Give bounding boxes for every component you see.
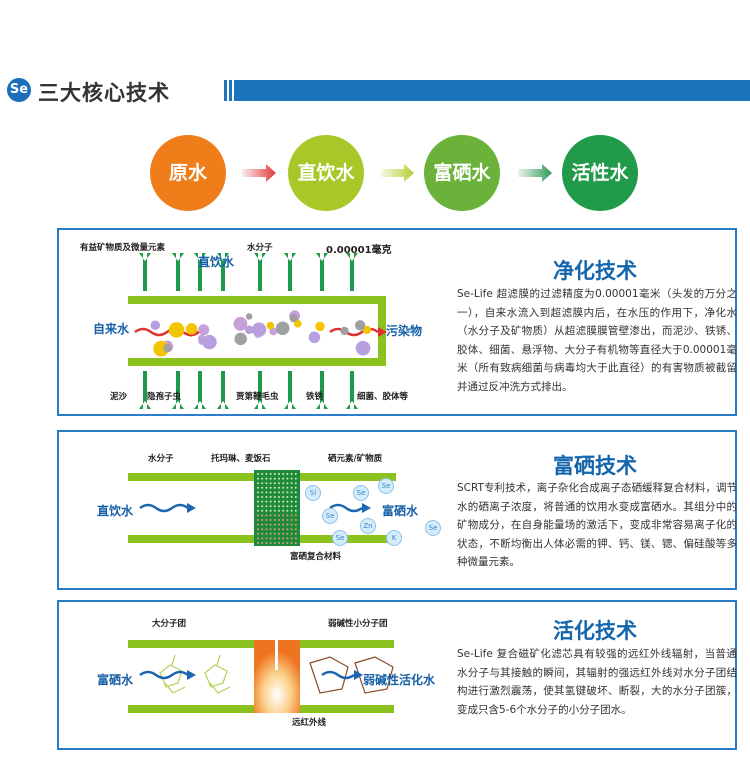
- header-stripe: [224, 80, 227, 101]
- label-direct-water: 直饮水: [198, 255, 235, 269]
- activation-diagram: [128, 640, 394, 713]
- callout-cryptosporidium: 隐孢子虫: [147, 392, 182, 402]
- label-activated-water: 弱碱性活化水: [363, 673, 436, 687]
- green-arrow-icon: [139, 253, 151, 291]
- particle: [355, 340, 371, 356]
- green-arrow-icon: [254, 253, 266, 291]
- section-title: 三大核心技术: [38, 81, 170, 105]
- ion-bubble: Se: [332, 530, 348, 546]
- particle: [245, 313, 253, 320]
- callout-giardia: 贾第鞭毛虫: [236, 392, 279, 402]
- particle: [308, 331, 321, 344]
- panel-purification: [57, 228, 737, 416]
- particle: [293, 319, 302, 328]
- arrow-right-icon: [380, 164, 414, 182]
- particle: [168, 322, 185, 338]
- particle: [234, 332, 247, 346]
- particle: [185, 323, 198, 335]
- particle: [340, 326, 349, 336]
- green-arrow-icon: [172, 371, 184, 409]
- particle: [251, 322, 267, 337]
- panel-description: Se-Life 超滤膜的过滤精度为0.00001毫米（头发的万分之一），自来水流…: [457, 288, 737, 393]
- brand-logo-icon: Se: [7, 78, 31, 102]
- particle: [150, 320, 161, 331]
- callout-far-infrared: 远红外线: [292, 718, 327, 728]
- particle: [269, 327, 278, 336]
- green-arrow-icon: [194, 253, 206, 291]
- panel-title: 富硒技术: [553, 454, 637, 478]
- label-pollutants: 污染物: [386, 324, 423, 338]
- green-arrow-icon: [346, 371, 358, 409]
- flow-step-raw-water: 原水: [150, 135, 226, 211]
- green-arrow-icon: [139, 371, 151, 409]
- ion-bubble: K: [386, 530, 402, 546]
- label-direct-water: 直饮水: [97, 504, 134, 518]
- particle: [153, 340, 169, 357]
- green-arrow-icon: [346, 253, 358, 291]
- green-arrow-icon: [316, 253, 328, 291]
- ion-bubble: Si: [305, 485, 321, 501]
- arrow-right-icon: [518, 164, 552, 182]
- green-arrow-icon: [316, 371, 328, 409]
- purification-diagram: [128, 253, 387, 409]
- green-arrow-icon: [217, 253, 229, 291]
- label-tap-water: 自来水: [93, 322, 130, 336]
- callout-small-cluster: 弱碱性小分子团: [328, 619, 388, 629]
- callout-composite-material: 富硒复合材料: [290, 552, 342, 562]
- panel-description: SCRT专利技术，离子杂化合成离子态硒缓释复合材料，调节水的硒离子浓度，将普通的…: [457, 482, 737, 568]
- label-selenium-water: 富硒水: [97, 673, 134, 687]
- particle: [163, 344, 172, 353]
- arrow-right-icon: [242, 164, 276, 182]
- ion-bubble: Se: [378, 478, 394, 494]
- callout-bacteria: 细菌、胶体等: [357, 392, 409, 402]
- ion-bubble: Se: [425, 520, 441, 536]
- particle: [202, 334, 217, 350]
- selenium-diagram: [128, 470, 396, 546]
- flow-step-active-water: 活性水: [562, 135, 638, 211]
- particle: [266, 321, 275, 330]
- callout-rust: 铁锈: [306, 392, 324, 402]
- panel-description: Se-Life 复合磁矿化滤芯具有较强的远红外线辐射，当普通水分子与其接触的瞬间…: [457, 648, 737, 716]
- green-arrow-icon: [254, 371, 266, 409]
- particle: [362, 325, 371, 335]
- particle: [233, 316, 248, 331]
- callout-minerals: 有益矿物质及微量元素: [80, 243, 166, 253]
- ion-bubble: Se: [322, 508, 338, 524]
- flow-step-selenium-water: 富硒水: [424, 135, 500, 211]
- particle: [315, 321, 325, 332]
- label-selenium-water: 富硒水: [382, 504, 419, 518]
- header-stripe: [229, 80, 232, 101]
- flow-step-direct-drinking-water: 直饮水: [288, 135, 364, 211]
- particle: [244, 325, 254, 335]
- header-bar: [234, 80, 750, 101]
- callout-water-molecule: 水分子: [247, 243, 273, 253]
- callout-precision: 0.00001毫克: [326, 245, 392, 256]
- green-arrow-icon: [284, 253, 296, 291]
- green-arrow-icon: [172, 253, 184, 291]
- callout-selenium-minerals: 硒元素/矿物质: [328, 454, 383, 464]
- particle: [354, 320, 366, 331]
- panel-title: 净化技术: [553, 259, 637, 283]
- particle: [289, 314, 298, 323]
- ion-bubble: Zn: [360, 518, 376, 534]
- callout-tourmaline: 托玛琳、麦饭石: [211, 454, 271, 464]
- particle: [275, 321, 290, 336]
- callout-water-molecule: 水分子: [148, 454, 174, 464]
- particle: [198, 324, 210, 336]
- green-arrow-icon: [217, 371, 229, 409]
- panel-title: 活化技术: [553, 619, 637, 643]
- ion-bubble: Se: [353, 485, 369, 501]
- callout-sediment: 泥沙: [110, 392, 128, 402]
- green-arrow-icon: [194, 371, 206, 409]
- green-arrow-icon: [284, 371, 296, 409]
- callout-large-cluster: 大分子团: [152, 619, 187, 629]
